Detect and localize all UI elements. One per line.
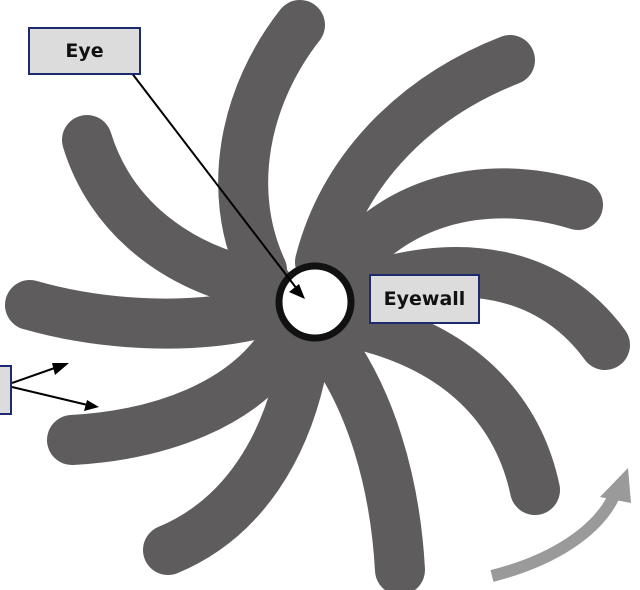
rotation-arrow-shaft (492, 496, 614, 576)
eyewall-label: Eyewall (369, 274, 480, 324)
eyewall-ring (279, 266, 351, 338)
rainbands-label (0, 365, 12, 415)
rainband-3 (30, 305, 272, 324)
eye-label: Eye (28, 27, 141, 75)
rainband-arrowhead-lower (84, 400, 99, 411)
rotation-arrow-head (600, 468, 631, 503)
rainband-pointer-line-lower (12, 387, 96, 407)
rainband-4 (72, 340, 285, 440)
rainband-6 (330, 345, 400, 570)
rainband-arrowhead-upper (52, 363, 69, 375)
rainband-1 (243, 25, 300, 270)
